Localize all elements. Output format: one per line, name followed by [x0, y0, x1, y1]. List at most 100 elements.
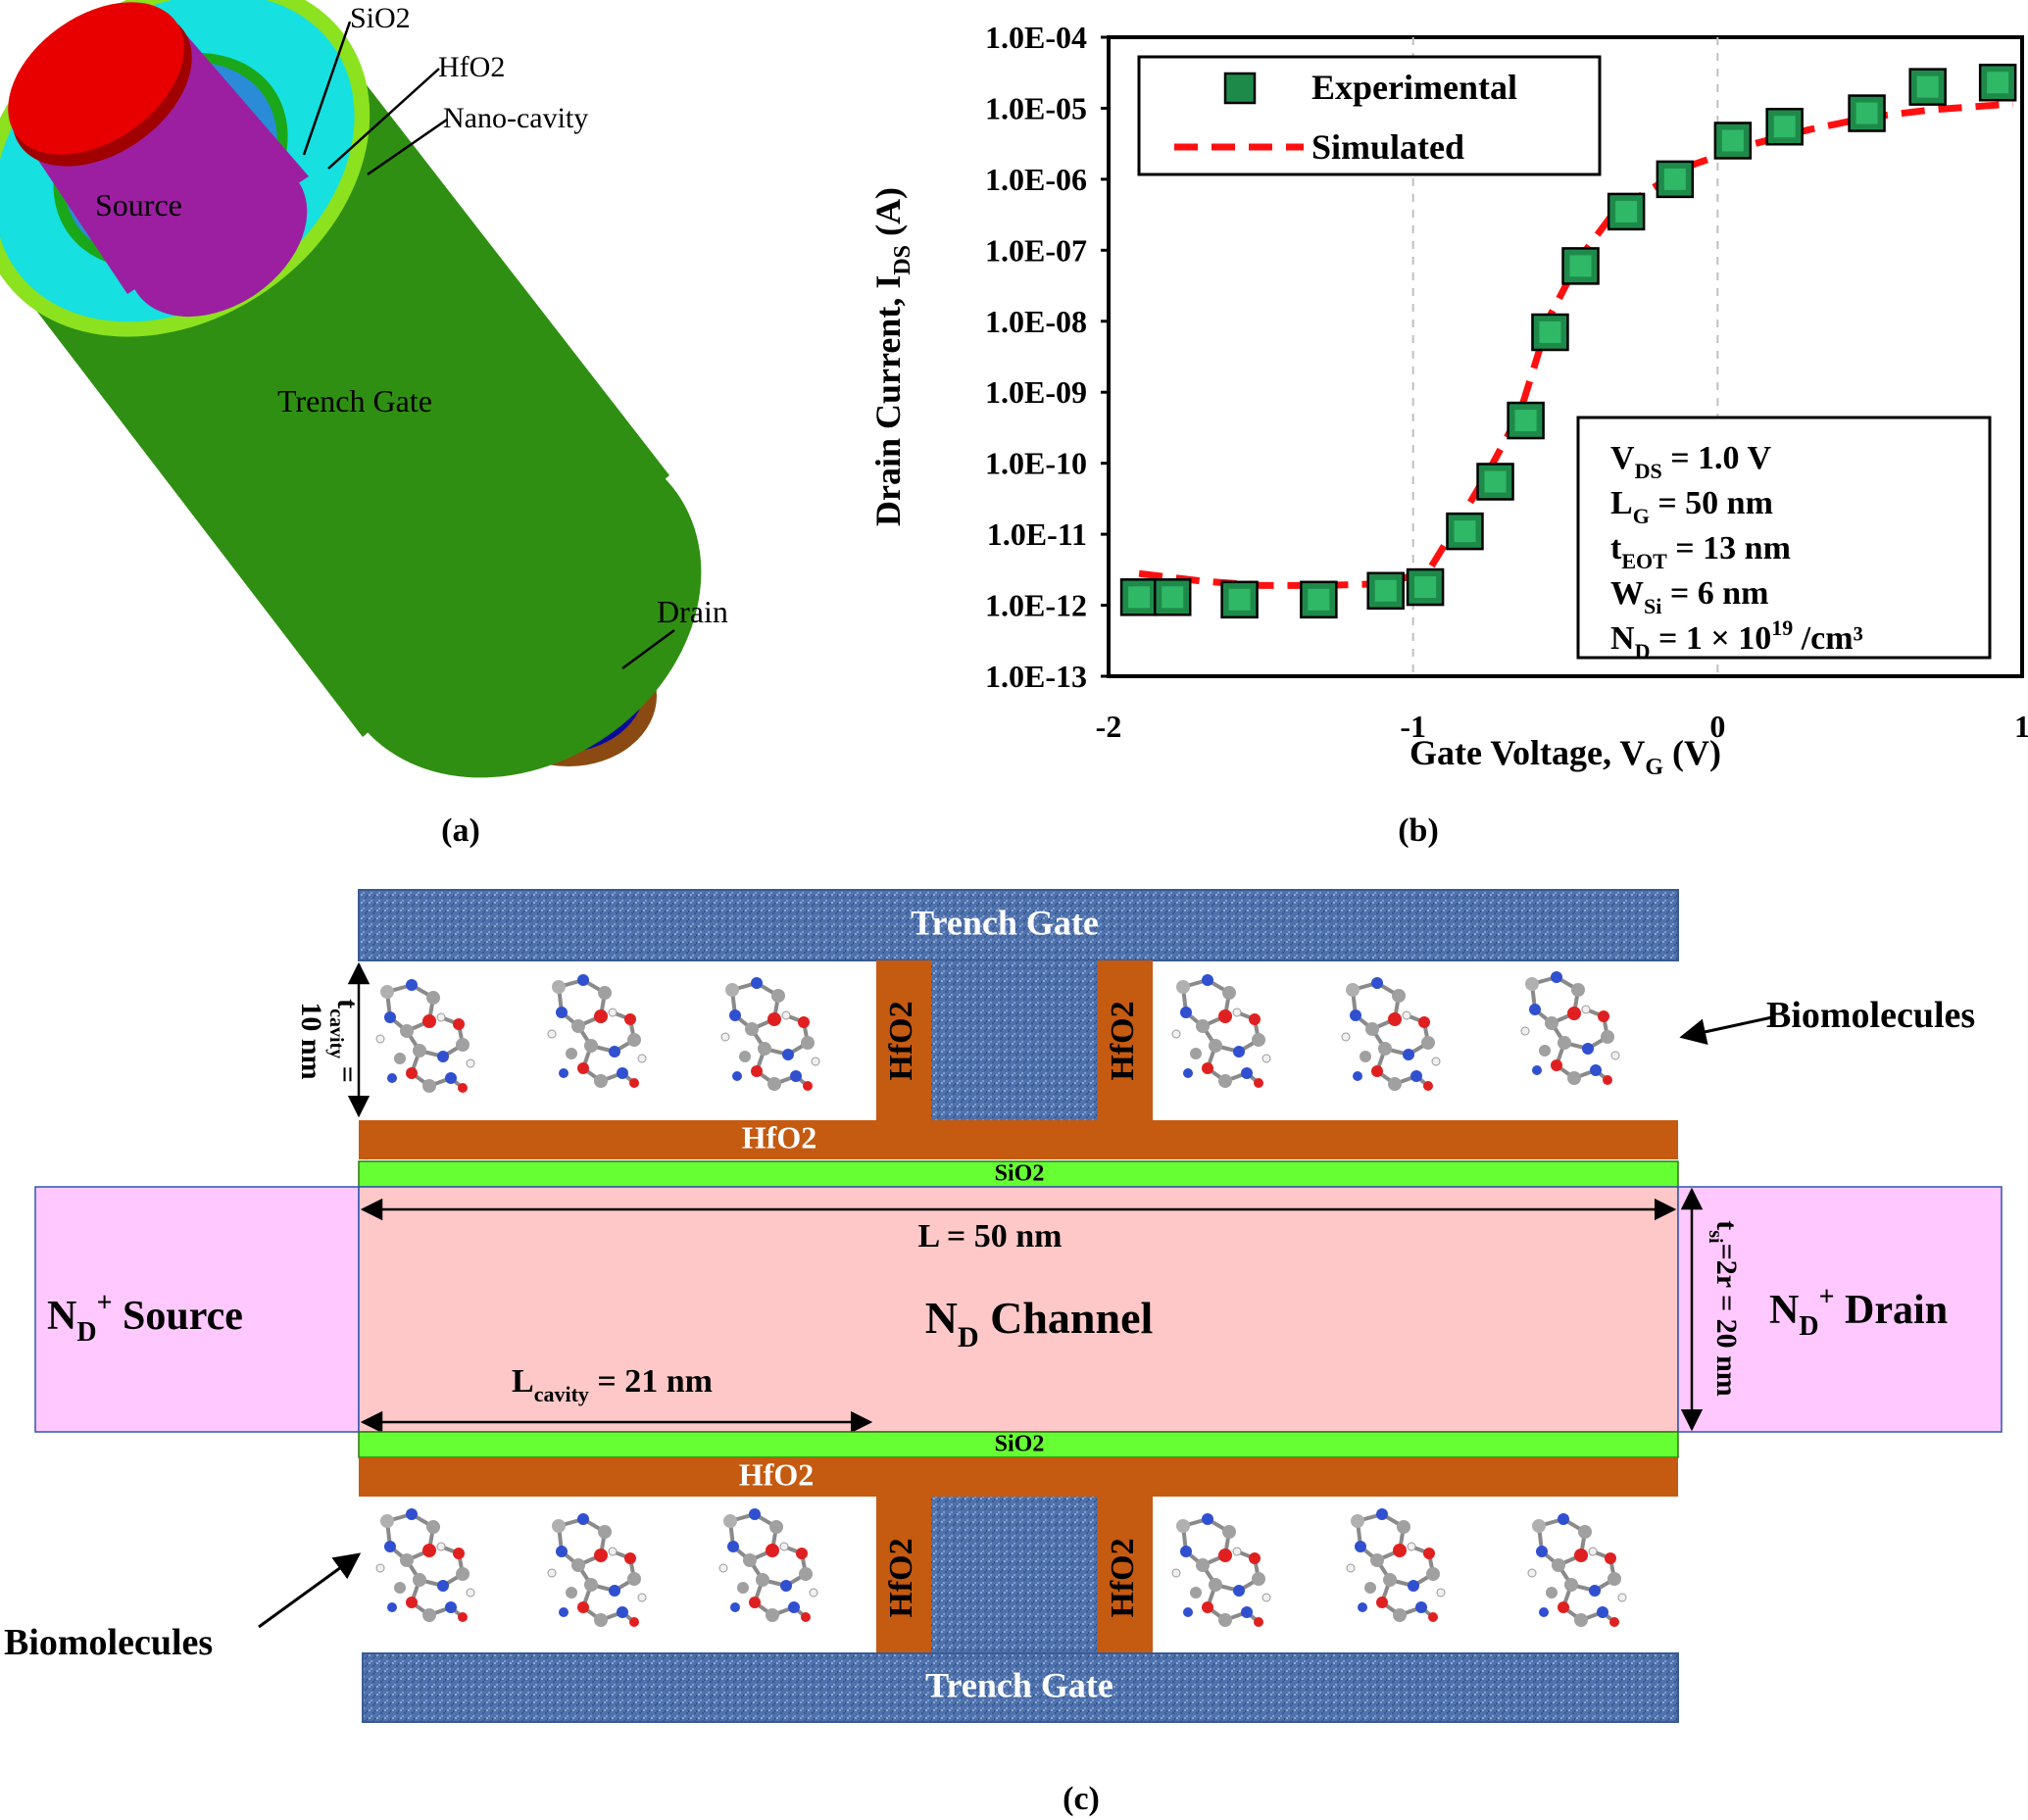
hfo2-layer-bottom: [359, 1457, 1678, 1497]
label-sio2: SiO2: [350, 2, 411, 34]
y-tick-labels: 1.0E-13 1.0E-12 1.0E-11 1.0E-10 1.0E-09 1.0E-…: [985, 20, 1109, 694]
experimental-point-highlight: [1569, 255, 1592, 277]
trench-gate-bottom-end: [331, 433, 702, 778]
experimental-point-highlight: [1539, 320, 1561, 343]
tcavity-value: 10 nm: [295, 1002, 327, 1079]
experimental-point-highlight: [1228, 588, 1251, 611]
leader-drain: [621, 628, 675, 670]
drain-label: ND+ Drain: [1769, 1282, 1948, 1342]
y-tick-label: 1.0E-04: [985, 20, 1087, 55]
gate-stem-bottom: [931, 1497, 1098, 1653]
biomolecule-top-1: [374, 977, 476, 1095]
label-trench-gate: Trench Gate: [277, 383, 432, 418]
tsi-label: tsi=2r = 20 nm: [1705, 1220, 1743, 1396]
sio2-layer-top: [358, 1160, 1679, 1188]
experimental-point: [1713, 122, 1753, 160]
leader-sio2: [302, 21, 352, 156]
source-end: [127, 157, 308, 318]
label-drain: Drain: [657, 594, 728, 629]
sio2-layer-bottom-label: SiO2: [995, 1432, 1045, 1457]
hfo2-pillar-top-left: [876, 960, 931, 1120]
hfo2-pillar-top-right-label: HfO2: [1105, 1001, 1141, 1080]
x-tick-label: 0: [1709, 709, 1725, 744]
experimental-series: [1119, 63, 2017, 619]
hfo2-pillar-bottom-left: [876, 1497, 931, 1653]
drain-region: [1677, 1186, 2003, 1433]
hfo2-layer-top: [359, 1120, 1678, 1159]
hfo2-layer-bottom-label: HfO2: [739, 1456, 814, 1492]
channel-region: [358, 1186, 1679, 1433]
panel-c-cross-section: Trench Gate HfO2 HfO2 HfO2 SiO2 ND+ Sour…: [4, 889, 2003, 1817]
leader-nano-cavity: [367, 118, 448, 176]
biomolecule-bottom-3: [717, 1506, 819, 1624]
source-cap: [8, 2, 184, 155]
param-wsi: WSi = 6 nm: [1610, 575, 1768, 618]
caption-c: (c): [1063, 1781, 1100, 1817]
experimental-point: [1153, 578, 1192, 616]
x-tick-label: -1: [1400, 709, 1426, 744]
biomolecule-top-5: [1340, 975, 1442, 1093]
legend-box: [1137, 55, 1602, 176]
label-hfo2: HfO2: [438, 51, 505, 83]
experimental-point-highlight: [1454, 520, 1476, 543]
param-nd: ND = 1 × 1019 /cm³: [1610, 615, 1863, 664]
trench-gate-top-label: Trench Gate: [911, 903, 1099, 942]
hfo2-pillar-bottom-left-label: HfO2: [883, 1538, 919, 1617]
biomolecule-top-2: [546, 972, 648, 1090]
biomolecules-bottom-arrow: [258, 1552, 362, 1629]
channel-label: ND Channel: [925, 1293, 1154, 1353]
leader-hfo2: [327, 68, 440, 170]
x-axis-title: Gate Voltage, VG (V): [1410, 733, 1721, 780]
hfo2-pillar-bottom-right-label: HfO2: [1105, 1538, 1141, 1617]
experimental-point-highlight: [1987, 72, 2009, 94]
cavity-length-label: Lcavity = 21 nm: [512, 1363, 713, 1406]
experimental-point-highlight: [1128, 586, 1151, 609]
y-tick-label: 1.0E-10: [985, 446, 1087, 481]
y-tick-label: 1.0E-05: [985, 90, 1087, 125]
caption-b: (b): [1398, 812, 1439, 849]
experimental-point-highlight: [1916, 75, 1939, 98]
legend-label-experimental: Experimental: [1311, 68, 1517, 107]
experimental-point-highlight: [1721, 129, 1744, 152]
tcavity-label: tcavity =: [325, 999, 364, 1083]
hfo2-layer-top-label: HfO2: [742, 1119, 816, 1155]
biomolecule-top-6: [1519, 969, 1621, 1087]
length-label: L = 50 nm: [918, 1218, 1063, 1254]
grid-lines: [1411, 37, 1719, 676]
caption-a: (a): [441, 812, 480, 849]
experimental-point-highlight: [1162, 586, 1184, 609]
trench-gate-bottom: [362, 1652, 1679, 1723]
label-nano-cavity: Nano-cavity: [443, 102, 588, 134]
experimental-point-highlight: [1514, 410, 1537, 432]
experimental-point-highlight: [1308, 588, 1330, 611]
hfo2-pillar-top-left-label: HfO2: [883, 1001, 919, 1080]
biomolecule-top-3: [719, 975, 821, 1093]
biomolecule-bottom-5: [1345, 1506, 1447, 1624]
parameter-box: [1576, 416, 1992, 660]
y-tick-label: 1.0E-09: [985, 374, 1087, 410]
label-source: Source: [95, 187, 182, 222]
param-teot: tEOT = 13 nm: [1610, 530, 1791, 573]
y-tick-label: 1.0E-07: [985, 232, 1087, 268]
experimental-point-highlight: [1615, 200, 1638, 222]
y-tick-label: 1.0E-13: [985, 659, 1087, 694]
trench-gate-top: [358, 889, 1679, 961]
biomolecule-bottom-6: [1526, 1511, 1628, 1629]
panel-b-chart: 1.0E-13 1.0E-12 1.0E-11 1.0E-10 1.0E-09 1.0E-…: [868, 20, 2028, 849]
experimental-point-highlight: [1414, 576, 1437, 599]
biomolecule-bottom-4: [1170, 1511, 1272, 1629]
param-vds: VDS = 1.0 V: [1610, 440, 1771, 483]
panel-a-device-3d: SiO2 HfO2 Nano-cavity Source Trench Gate…: [0, 0, 728, 849]
y-tick-label: 1.0E-12: [985, 588, 1087, 623]
legend-label-simulated: Simulated: [1311, 127, 1464, 167]
trench-gate-bottom-label: Trench Gate: [925, 1665, 1113, 1704]
y-axis-title: Drain Current, IDS (A): [868, 187, 915, 526]
y-tick-label: 1.0E-11: [987, 516, 1087, 552]
biomolecule-bottom-2: [546, 1511, 648, 1629]
x-tick-label: -2: [1096, 709, 1122, 744]
biomolecules-bottom-label: Biomolecules: [4, 1622, 213, 1663]
legend-marker-experimental: [1223, 72, 1257, 105]
hfo2-pillar-top-right: [1098, 960, 1153, 1120]
